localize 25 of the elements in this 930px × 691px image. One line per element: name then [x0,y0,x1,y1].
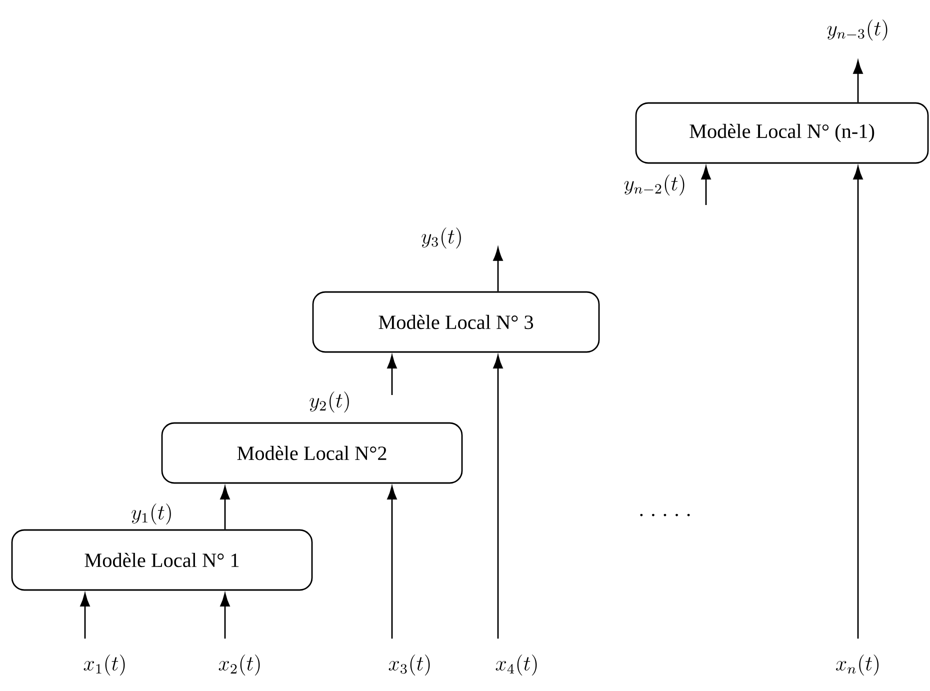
input-label: $x_3(t)$ [388,654,430,676]
arrow [853,60,863,102]
model-box: Modèle Local N° 3 [312,291,600,353]
model-box: Modèle Local N°2 [161,422,463,484]
arrow [701,166,711,205]
arrow [387,355,397,395]
arrow [387,486,397,639]
model-box: Modèle Local N° (n-1) [635,102,929,164]
output-label: $y_2(t)$ [310,391,349,413]
output-label: $y_{n-2}(t)$ [624,174,684,196]
input-label: $x_1(t)$ [84,654,125,676]
input-label: $x_4(t)$ [496,654,537,676]
arrow [493,355,503,639]
model-box: Modèle Local N° 1 [11,529,313,591]
arrow [220,593,230,639]
output-label: $y_1(t)$ [132,503,171,525]
arrow [493,248,503,292]
output-label: $y_{n-3}(t)$ [827,19,888,41]
arrow [80,593,90,639]
arrow [220,486,230,530]
ellipsis-dots: . . . . . [640,514,690,516]
output-label: $y_3(t)$ [422,227,461,249]
input-label: $x_2(t)$ [218,654,260,676]
input-label: $x_n(t)$ [836,654,879,676]
arrow [853,166,863,639]
